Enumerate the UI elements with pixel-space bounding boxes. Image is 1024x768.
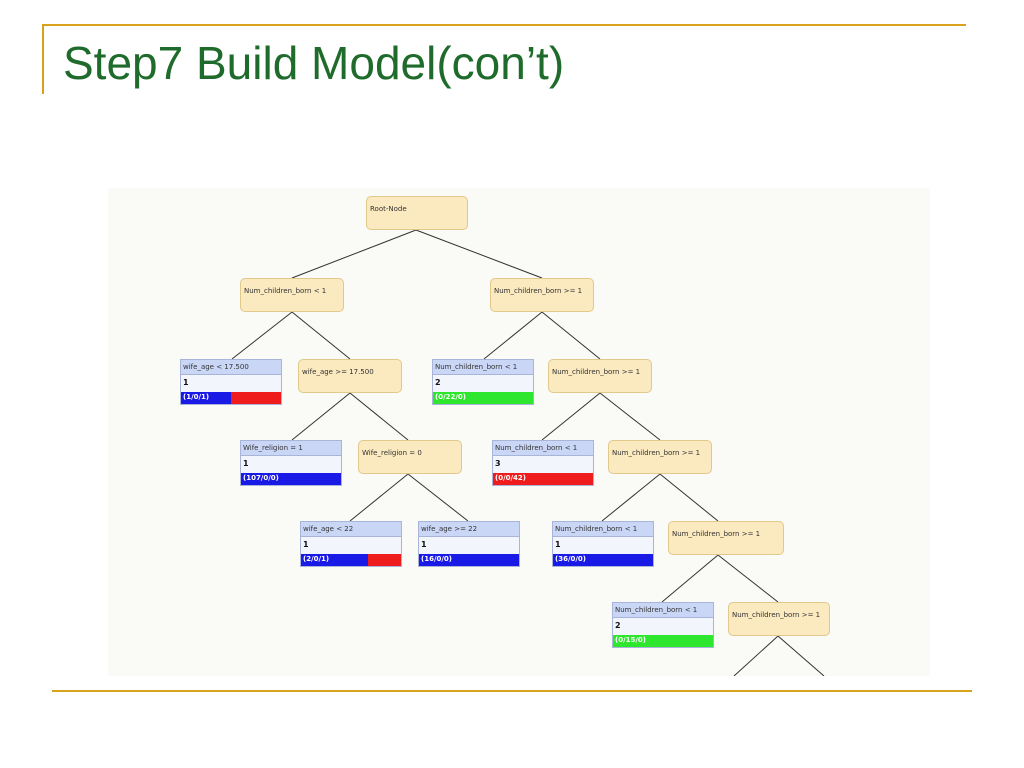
decision-tree-canvas: Root-Node Num_children_born < 1 Num_chil… [108,188,930,676]
tree-leaf-wife-age-lt-17-5[interactable]: wife_age < 17.500 1 (1/0/1) [180,359,282,405]
leaf-class: 3 [495,459,501,468]
leaf-condition: Wife_religion = 1 [241,441,341,456]
node-label: Num_children_born >= 1 [552,368,641,376]
slide-title: Step7 Build Model(con’t) [63,37,565,89]
node-label: Num_children_born >= 1 [672,530,761,538]
leaf-distribution-bar: (0/15/0) [613,635,713,647]
edge [231,311,293,360]
leaf-counts: (0/22/0) [435,393,466,401]
tree-node-num-children-lt-1[interactable]: Num_children_born < 1 [240,278,344,312]
distribution-segment-class-1 [241,473,341,485]
tree-edges [231,229,825,676]
distribution-segment-class-2 [433,392,533,404]
tree-node-num-children-ge-1-level4[interactable]: Num_children_born >= 1 [668,521,784,555]
edge [483,311,543,360]
node-label: Root-Node [370,205,407,213]
distribution-segment-class-1 [553,554,653,566]
tree-node-num-children-ge-1-level2[interactable]: Num_children_born >= 1 [548,359,652,393]
tree-leaf-num-children-lt-1[interactable]: Num_children_born < 1 2 (0/22/0) [432,359,534,405]
node-label: Num_children_born >= 1 [612,449,701,457]
leaf-condition: wife_age < 17.500 [181,360,281,375]
tree-leaf-num-children-lt-1-level3[interactable]: Num_children_born < 1 3 (0/0/42) [492,440,594,486]
leaf-class: 1 [303,540,309,549]
leaf-class: 2 [615,621,621,630]
edge [601,473,661,522]
edge [659,473,719,522]
leaf-class: 1 [183,378,189,387]
edge [777,635,825,676]
leaf-distribution-bar: (0/0/42) [493,473,593,485]
leaf-counts: (0/0/42) [495,474,526,482]
tree-node-num-children-ge-1[interactable]: Num_children_born >= 1 [490,278,594,312]
tree-node-num-children-ge-1-level3[interactable]: Num_children_born >= 1 [608,440,712,474]
distribution-segment-class-2 [613,635,713,647]
distribution-segment-class-3 [231,392,281,404]
leaf-class: 1 [243,459,249,468]
edge [717,554,779,603]
edge [349,473,409,522]
edge [407,473,469,522]
tree-node-wife-age-ge-17-5[interactable]: wife_age >= 17.500 [298,359,402,393]
node-label: wife_age >= 17.500 [302,368,374,376]
distribution-segment-class-1 [419,554,519,566]
edge [349,392,409,441]
distribution-segment-class-1 [181,392,231,404]
tree-node-num-children-ge-1-level5[interactable]: Num_children_born >= 1 [728,602,830,636]
bottom-rule [52,690,972,692]
top-rule [42,24,966,26]
leaf-condition: Num_children_born < 1 [493,441,593,456]
leaf-condition: wife_age < 22 [301,522,401,537]
leaf-class: 2 [435,378,441,387]
leaf-distribution-bar: (1/0/1) [181,392,281,404]
edge [733,635,779,676]
tree-node-wife-religion-0[interactable]: Wife_religion = 0 [358,440,462,474]
leaf-counts: (0/15/0) [615,636,646,644]
leaf-condition: Num_children_born < 1 [433,360,533,375]
leaf-condition: wife_age >= 22 [419,522,519,537]
tree-leaf-num-children-lt-1-level4[interactable]: Num_children_born < 1 1 (36/0/0) [552,521,654,567]
tree-leaf-wife-age-lt-22[interactable]: wife_age < 22 1 (2/0/1) [300,521,402,567]
node-label: Num_children_born < 1 [244,287,327,295]
leaf-distribution-bar: (2/0/1) [301,554,401,566]
node-label: Num_children_born >= 1 [732,611,821,619]
leaf-counts: (36/0/0) [555,555,586,563]
edge [661,554,719,603]
node-label: Wife_religion = 0 [362,449,422,457]
node-label: Num_children_born >= 1 [494,287,583,295]
edge [291,229,417,279]
leaf-counts: (16/0/0) [421,555,452,563]
tree-leaf-wife-religion-1[interactable]: Wife_religion = 1 1 (107/0/0) [240,440,342,486]
leaf-distribution-bar: (36/0/0) [553,554,653,566]
edge [291,311,351,360]
distribution-segment-class-3 [493,473,593,485]
edge [541,392,601,441]
leaf-class: 1 [555,540,561,549]
tree-node-root[interactable]: Root-Node [366,196,468,230]
leaf-distribution-bar: (0/22/0) [433,392,533,404]
edge [291,392,351,441]
leaf-distribution-bar: (107/0/0) [241,473,341,485]
leaf-counts: (2/0/1) [303,555,330,563]
tree-leaf-num-children-lt-1-level5[interactable]: Num_children_born < 1 2 (0/15/0) [612,602,714,648]
edge [599,392,661,441]
edge [415,229,543,279]
edge [541,311,601,360]
distribution-segment-class-1 [301,554,368,566]
distribution-segment-class-3 [367,554,401,566]
leaf-distribution-bar: (16/0/0) [419,554,519,566]
leaf-counts: (1/0/1) [183,393,210,401]
tree-leaf-wife-age-ge-22[interactable]: wife_age >= 22 1 (16/0/0) [418,521,520,567]
leaf-class: 1 [421,540,427,549]
leaf-counts: (107/0/0) [243,474,279,482]
leaf-condition: Num_children_born < 1 [553,522,653,537]
side-rule [42,24,44,94]
leaf-condition: Num_children_born < 1 [613,603,713,618]
